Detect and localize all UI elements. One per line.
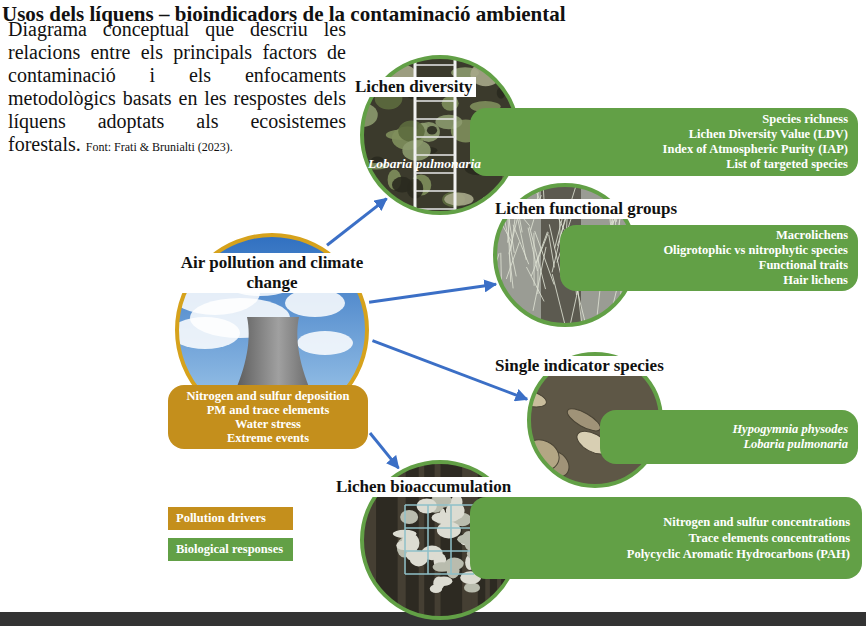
node-heading: Lichen diversity <box>352 77 476 97</box>
decor-shape <box>410 550 428 566</box>
decor-shape <box>400 510 418 524</box>
decor-shape <box>398 121 425 142</box>
source-note: Font: Frati & Brunialti (2023). <box>86 140 233 154</box>
decor-shape <box>415 154 455 156</box>
legend-swatch: Biological responses <box>168 538 293 561</box>
list-item: Index of Atmospheric Purity (IAP) <box>480 142 848 157</box>
decor-shape <box>405 573 474 575</box>
list-item: Hypogymnia physodes <box>610 422 848 437</box>
decor-shape <box>533 233 534 286</box>
arrow-connector <box>369 284 496 302</box>
node-heading: Lichen bioaccumulation <box>333 477 514 497</box>
decor-shape <box>549 235 555 268</box>
decor-shape <box>445 558 464 570</box>
decor-shape <box>415 172 455 174</box>
decor-shape <box>450 505 452 574</box>
decor-shape <box>405 504 474 506</box>
list-item: Trace elements concentrations <box>482 530 850 546</box>
decor-shape <box>435 115 462 130</box>
list-item: Macrolichens <box>570 228 848 243</box>
list-item: Polycyclic Aromatic Hydrocarbons (PAH) <box>482 546 850 562</box>
legend-text: Biological responses <box>168 542 283 556</box>
decor-shape <box>392 177 412 193</box>
decor-shape <box>360 55 391 69</box>
list-item: Lobaria pulmonaria <box>610 437 848 452</box>
heading-holder: Lichen diversity <box>352 77 476 97</box>
text-box: MacrolichensOligrotophic vs nitrophytic … <box>560 225 858 291</box>
heading-holder: Lichen functional groups <box>492 199 680 219</box>
decor-shape <box>405 527 474 529</box>
caption: Diagrama conceptual que descriu les rela… <box>8 18 346 155</box>
list-item: Lichen Diversity Value (LDV) <box>480 127 848 142</box>
heading-holder: Air pollution and climate change <box>165 253 379 293</box>
text-box: Nitrogen and sulfur concentrationsTrace … <box>470 497 862 579</box>
decor-shape <box>564 405 603 435</box>
arrow-connector <box>327 199 387 246</box>
node-heading: Air pollution and climate change <box>165 253 379 293</box>
decor-shape <box>415 190 455 192</box>
decor-shape <box>430 584 443 593</box>
decor-shape <box>405 550 474 552</box>
decor-shape <box>513 225 529 264</box>
text-box: Species richnessLichen Diversity Value (… <box>470 108 858 176</box>
decor-shape <box>415 118 455 120</box>
decor-shape <box>427 505 429 574</box>
decor-shape <box>437 522 461 539</box>
heading-holder: Lichen bioaccumulation <box>333 477 514 497</box>
caption-block: Diagrama conceptual que descriu les rela… <box>8 18 346 159</box>
list-item: Hair lichens <box>570 273 848 288</box>
node-heading: Single indicator species <box>492 356 667 376</box>
legend-text: Pollution drivers <box>168 511 266 525</box>
node-heading: Lichen functional groups <box>492 199 680 219</box>
decor-shape <box>533 247 546 311</box>
photo-label: Lobaria pulmonaria <box>368 156 481 172</box>
list-item: Nitrogen and sulfur concentrations <box>482 514 850 530</box>
decor-shape <box>285 289 345 317</box>
decor-shape <box>464 583 480 593</box>
decor-shape <box>509 253 513 288</box>
list-item: PM and trace elements <box>174 403 362 417</box>
list-item: Nitrogen and sulfur deposition <box>174 389 362 403</box>
decor-shape <box>435 576 452 585</box>
heading-holder: Single indicator species <box>492 356 667 376</box>
text-box: Nitrogen and sulfur depositionPM and tra… <box>168 385 368 449</box>
decor-shape <box>415 136 455 138</box>
list-item: List of targeted species <box>480 157 848 172</box>
decor-shape <box>360 55 373 68</box>
decor-shape <box>297 331 353 355</box>
list-item: Water stress <box>174 417 362 431</box>
list-item: Species richness <box>480 112 848 127</box>
arrow-connector <box>370 433 399 468</box>
legend-swatch: Pollution drivers <box>168 507 293 530</box>
decor-shape <box>527 472 544 488</box>
text-box: Hypogymnia physodesLobaria pulmonaria <box>600 410 858 464</box>
decor-shape <box>360 206 373 215</box>
decor-shape <box>528 228 537 271</box>
list-item: Extreme events <box>174 431 362 445</box>
decor-shape <box>427 126 437 135</box>
decor-shape <box>417 498 437 513</box>
decor-shape <box>415 64 455 66</box>
list-item: Oligrotophic vs nitrophytic species <box>570 243 848 258</box>
decor-shape <box>444 193 473 206</box>
list-item: Functional traits <box>570 258 848 273</box>
decor-shape <box>365 200 375 207</box>
decor-shape <box>404 505 406 574</box>
decor-shape <box>415 100 455 102</box>
